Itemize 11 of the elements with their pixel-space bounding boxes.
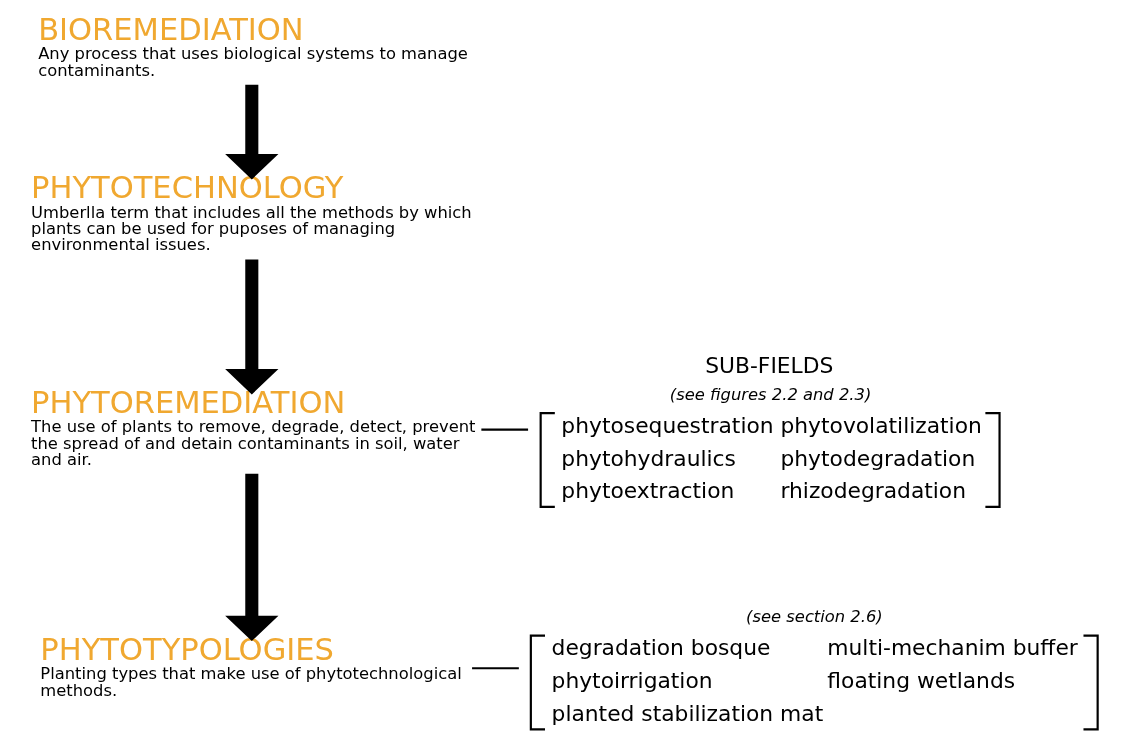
node-text: PHYTOTECHNOLOGY Umberlla term that includes all the methods by which plants can be used for puposes of managing environmental issues. [30,170,472,255]
node-text: PHYTOREMEDIATION The use of plants to remove, degrade, detect, prevent the spread of and detain contaminants in soil, water and air. [30,385,476,469]
node-text: PHYTOTYPOLOGIES Planting types that make use of phytotechnological methods. [39,631,462,700]
arrow [224,473,278,642]
node-text: (see section 2.6) degradation bosque multi-mechanim buffer phytoirrigation floating wetlands planted stabilization mat [551,607,1078,726]
arrow [224,84,278,180]
node-text: SUB-FIELDS (see figures 2.2 and 2.3) phytosequestration phytovolatilization phytohydraulics phytodegradation phytoextraction rhizodegradation [560,352,982,504]
connector [480,428,528,431]
arrow [224,259,278,395]
connector [471,667,519,670]
node-text: BIOREMEDIATION Any process that uses biological systems to manage contaminants. [37,12,468,80]
